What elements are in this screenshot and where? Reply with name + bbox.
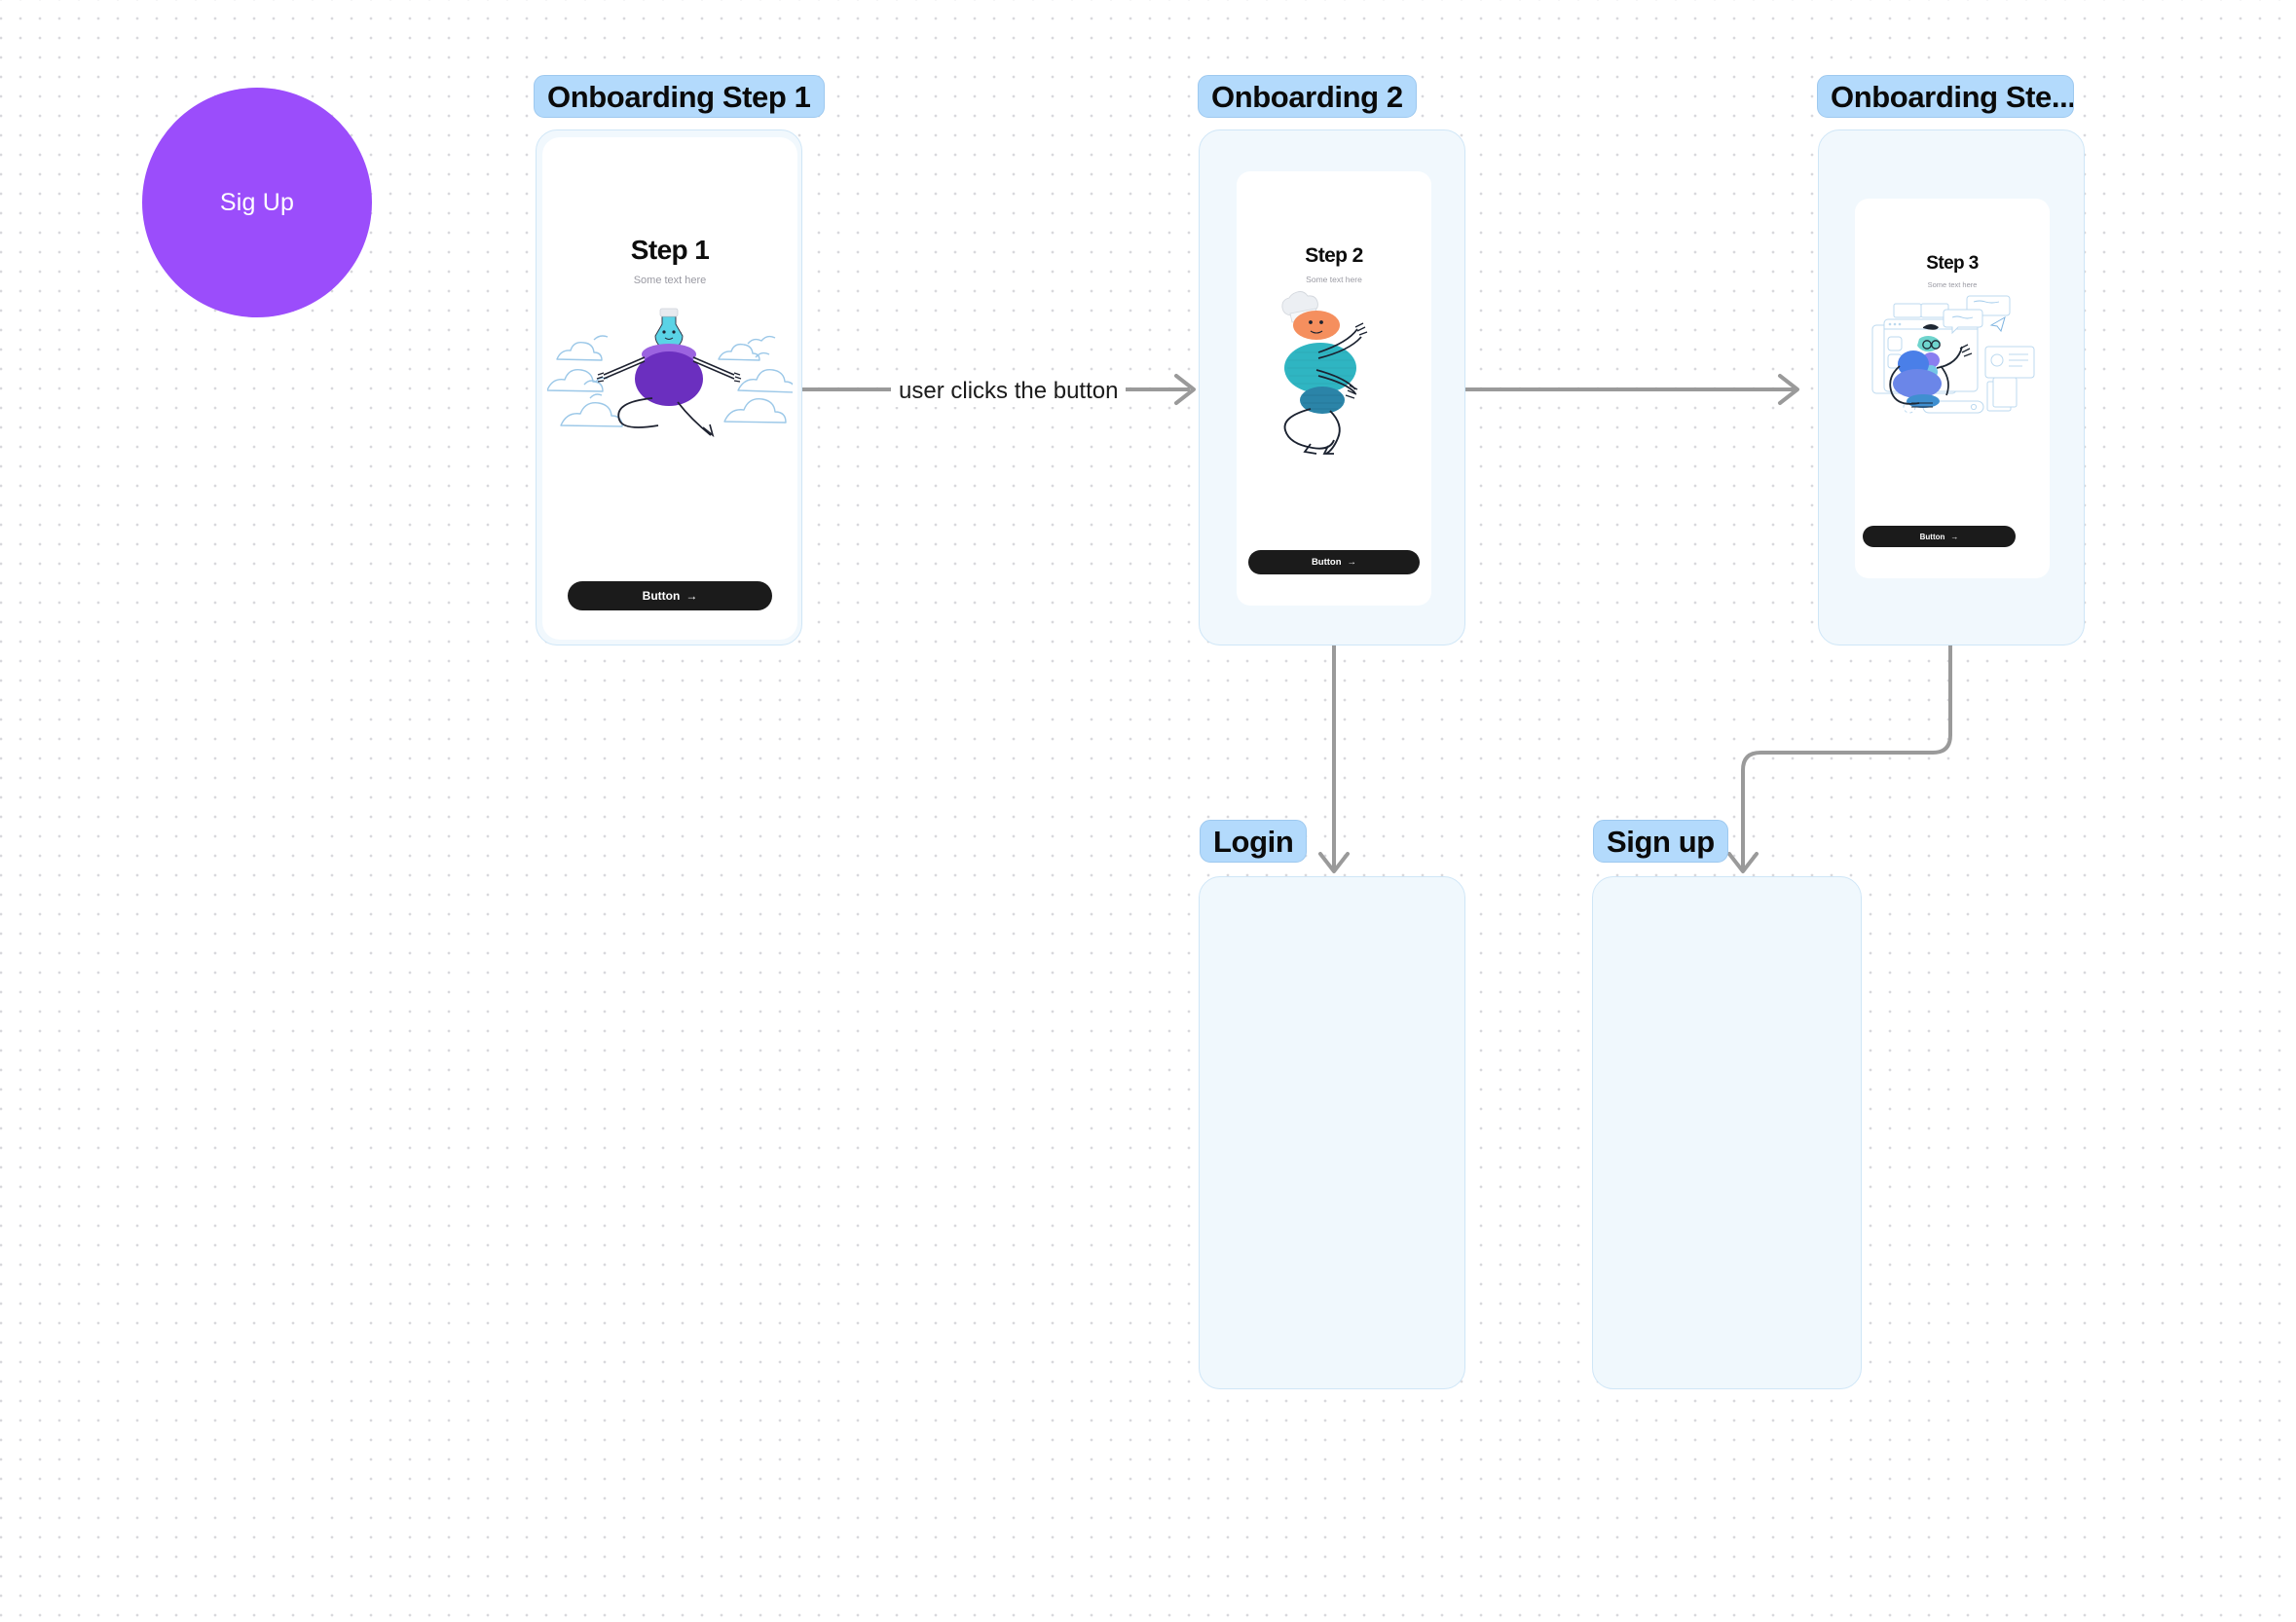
screen-title-step-1: Step 1 bbox=[630, 235, 710, 265]
screen-card-step-2: Step 2 Some text here bbox=[1237, 171, 1431, 606]
screen-subtitle-step-1: Some text here bbox=[633, 275, 707, 286]
screen-card-step-1: Step 1 Some text here bbox=[542, 137, 797, 640]
connector-step2-to-login bbox=[1318, 638, 1350, 873]
frame-title-label: Onboarding Step 1 bbox=[547, 79, 811, 114]
meditating-person-in-clouds-illustration bbox=[547, 308, 793, 437]
cta-button-label: Button bbox=[642, 589, 681, 603]
cta-button-label: Button bbox=[1311, 557, 1342, 568]
arrow-right-icon: → bbox=[685, 589, 698, 603]
cta-button-step-2[interactable]: Button → bbox=[1248, 550, 1420, 574]
frame-login[interactable] bbox=[1199, 876, 1465, 1389]
running-chef-person-illustration bbox=[1281, 291, 1368, 455]
start-node-label: Sig Up bbox=[219, 188, 295, 216]
frame-title-label: Sign up bbox=[1607, 824, 1715, 859]
connector-label-step1-to-step2: user clicks the button bbox=[891, 376, 1127, 407]
cta-button-step-3[interactable]: Button → bbox=[1863, 526, 2016, 547]
screen-title-step-3: Step 3 bbox=[1926, 253, 1979, 274]
connector-step3-to-signup bbox=[1727, 638, 1952, 873]
screen-subtitle-step-3: Some text here bbox=[1927, 280, 1978, 289]
frame-title-label: Onboarding Ste... bbox=[1831, 79, 2074, 114]
start-node-sign-up[interactable]: Sig Up bbox=[142, 88, 372, 317]
screen-subtitle-step-2: Some text here bbox=[1306, 275, 1362, 284]
cta-button-step-1[interactable]: Button → bbox=[568, 581, 772, 610]
frame-onboarding-step-1[interactable]: Step 1 Some text here bbox=[536, 129, 802, 645]
person-with-browser-windows-illustration bbox=[1871, 295, 2035, 414]
screen-title-step-2: Step 2 bbox=[1305, 244, 1363, 267]
screen-card-step-3: Step 3 Some text here bbox=[1855, 199, 2050, 578]
frame-title-chip-onboarding-2[interactable]: Onboarding 2 bbox=[1198, 75, 1417, 118]
frame-onboarding-2[interactable]: Step 2 Some text here bbox=[1199, 129, 1465, 645]
frame-onboarding-step-3[interactable]: Step 3 Some text here bbox=[1818, 129, 2085, 645]
frame-title-chip-onboarding-step-1[interactable]: Onboarding Step 1 bbox=[534, 75, 825, 118]
frame-sign-up[interactable] bbox=[1592, 876, 1862, 1389]
frame-title-label: Login bbox=[1213, 824, 1294, 859]
frame-title-chip-login[interactable]: Login bbox=[1200, 820, 1308, 863]
frame-title-chip-sign-up[interactable]: Sign up bbox=[1593, 820, 1728, 863]
arrow-right-icon: → bbox=[1347, 557, 1357, 568]
arrow-right-icon: → bbox=[1950, 532, 1959, 541]
frame-title-chip-onboarding-step-3[interactable]: Onboarding Ste... bbox=[1817, 75, 2074, 118]
frame-title-label: Onboarding 2 bbox=[1211, 79, 1403, 114]
cta-button-label: Button bbox=[1919, 532, 1945, 541]
connector-step2-to-step3 bbox=[1461, 374, 1799, 405]
